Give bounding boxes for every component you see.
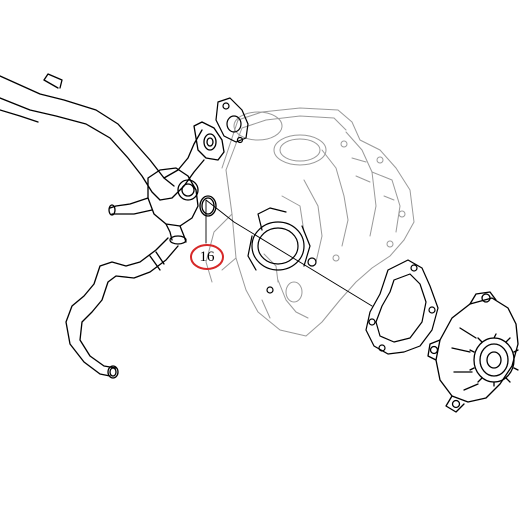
water-pump-gasket (365, 259, 439, 355)
flange-gasket (215, 97, 249, 144)
engine-block (205, 107, 415, 337)
leader-line (205, 199, 373, 307)
lower-coolant-hose (65, 237, 179, 379)
water-pump (427, 291, 519, 413)
callout-ring (190, 244, 224, 270)
o-ring-part-16 (199, 195, 217, 217)
part-number-label[interactable]: 16 (199, 249, 215, 265)
pump-seat (247, 207, 317, 294)
coolant-junction-housing (108, 167, 199, 245)
